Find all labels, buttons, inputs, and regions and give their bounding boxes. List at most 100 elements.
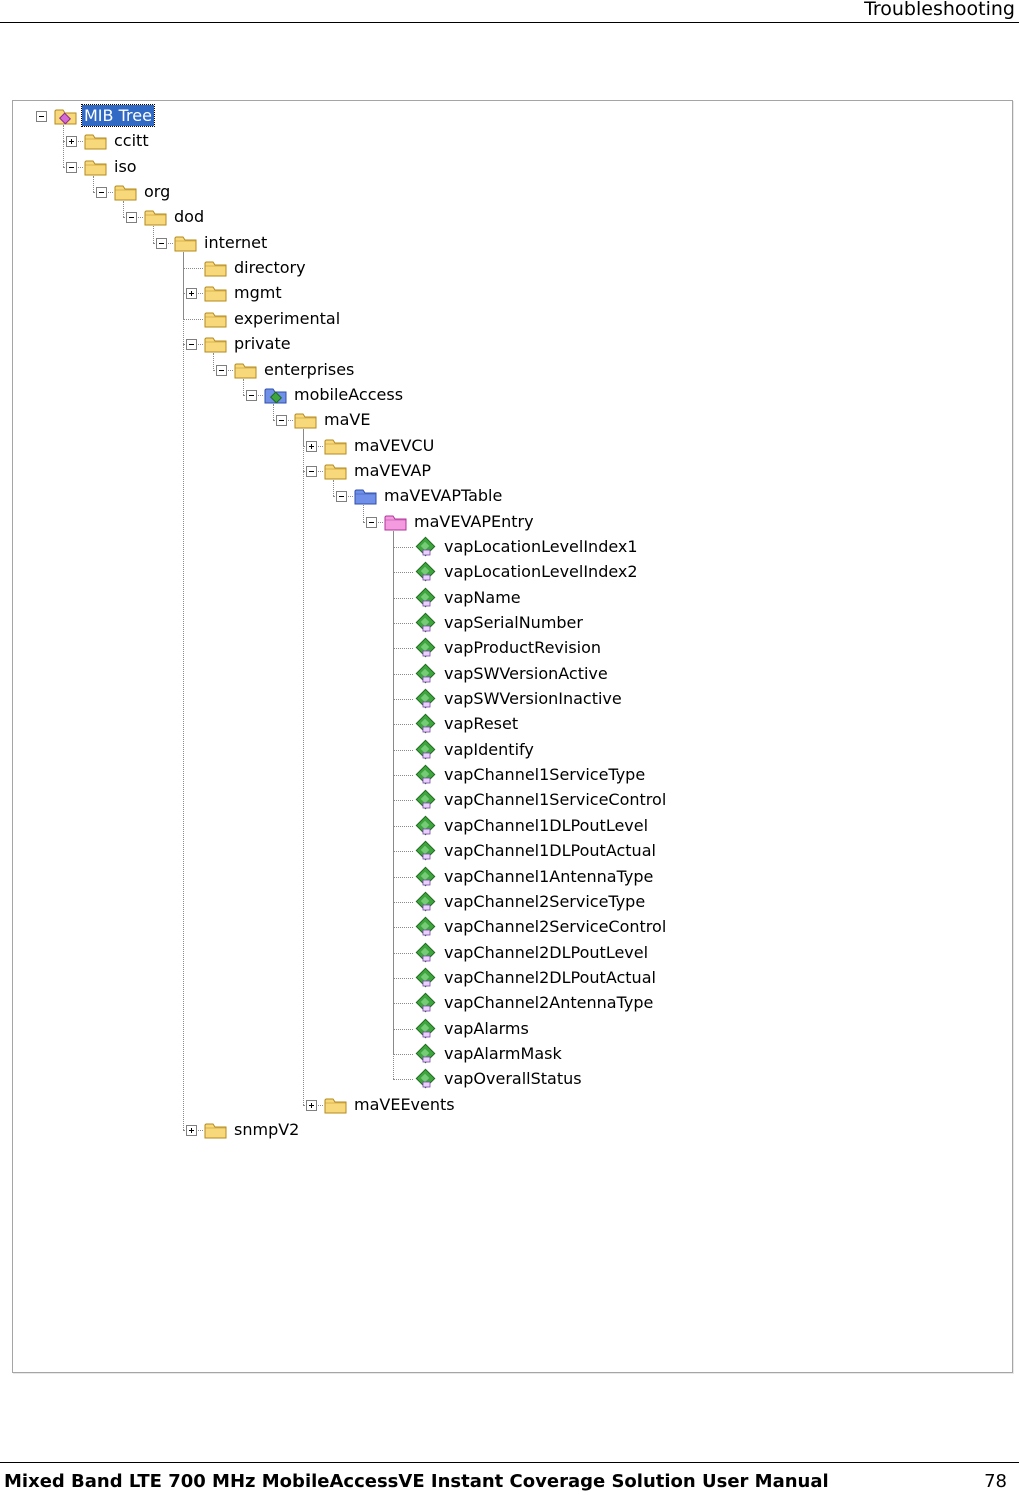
tree-node[interactable]: vapProductRevision [13,637,1003,659]
collapse-icon[interactable] [306,465,317,477]
tree-node-label[interactable]: snmpV2 [234,1120,300,1139]
tree-node[interactable]: internet [13,232,1003,254]
tree-node[interactable]: org [13,181,1003,203]
tree-node[interactable]: vapChannel2DLPoutLevel [13,942,1003,964]
tree-node-label[interactable]: vapSWVersionInactive [444,689,622,709]
tree-node[interactable]: vapLocationLevelIndex2 [13,561,1003,583]
tree-node-label[interactable]: vapChannel1AntennaType [444,866,654,886]
tree-node[interactable]: vapChannel1AntennaType [13,866,1003,888]
tree-node-label[interactable]: maVEEvents [354,1094,455,1114]
tree-node[interactable]: vapSWVersionActive [13,663,1003,685]
expand-icon[interactable] [186,288,197,300]
expand-icon[interactable] [306,1099,317,1111]
tree-node[interactable]: snmpV2 [13,1119,1003,1141]
tree-node[interactable]: vapName [13,587,1003,609]
tree-node-label[interactable]: vapLocationLevelIndex1 [444,536,638,556]
tree-node-label[interactable]: vapOverallStatus [444,1069,582,1089]
tree-node[interactable]: maVE [13,409,1003,431]
tree-node-label[interactable]: vapName [444,587,521,607]
collapse-icon[interactable] [336,491,347,503]
tree-node[interactable]: iso [13,156,1003,178]
tree-node-label[interactable]: mgmt [234,283,282,303]
tree-node[interactable]: vapChannel2ServiceControl [13,916,1003,938]
tree-node-label[interactable]: maVEVCU [354,435,435,455]
tree-node[interactable]: vapIdentify [13,739,1003,761]
collapse-icon[interactable] [366,516,377,528]
tree-node-label[interactable]: vapProductRevision [444,638,602,658]
collapse-icon[interactable] [66,161,77,173]
tree-node[interactable]: enterprises [13,359,1003,381]
tree-node-label[interactable]: maVE [324,410,371,430]
tree-node-label[interactable]: vapChannel1DLPoutActual [444,841,656,861]
tree-node-label[interactable]: MIB Tree [81,104,155,127]
tree-node[interactable]: vapSWVersionInactive [13,688,1003,710]
tree-node[interactable]: maVEVAP [13,460,1003,482]
tree-node[interactable]: vapLocationLevelIndex1 [13,536,1003,558]
tree-node[interactable]: vapChannel2ServiceType [13,891,1003,913]
tree-node-label[interactable]: vapLocationLevelIndex2 [444,562,638,582]
collapse-icon[interactable] [36,111,47,122]
tree-node[interactable]: vapReset [13,713,1003,735]
tree-node-label[interactable]: enterprises [264,359,355,379]
tree-node-label[interactable]: org [144,182,171,202]
tree-node[interactable]: mgmt [13,282,1003,304]
tree-node-label[interactable]: maVEVAP [354,460,431,480]
tree-node-label[interactable]: maVEVAPEntry [414,511,534,531]
expand-icon[interactable] [186,1125,197,1136]
tree-node-label[interactable]: vapSerialNumber [444,613,583,632]
tree-node[interactable]: vapChannel2AntennaType [13,992,1003,1014]
tree-node[interactable]: vapSerialNumber [13,612,1003,634]
tree-node-label[interactable]: vapChannel2DLPoutActual [444,967,656,987]
tree-node[interactable]: vapChannel1DLPoutActual [13,840,1003,862]
tree-node[interactable]: mobileAccess [13,384,1003,406]
tree-node-label[interactable]: iso [114,156,137,176]
tree-node[interactable]: vapChannel1ServiceControl [13,789,1003,811]
tree-node-label[interactable]: vapChannel2DLPoutLevel [444,942,649,962]
tree-node-label[interactable]: vapChannel2ServiceControl [444,917,667,937]
tree-node[interactable]: maVEEvents [13,1094,1003,1116]
tree-node-label[interactable]: vapAlarms [444,1018,529,1038]
collapse-icon[interactable] [186,339,197,351]
tree-node[interactable]: ccitt [13,130,1003,152]
tree-node[interactable]: vapOverallStatus [13,1068,1003,1090]
tree-node[interactable]: vapChannel1ServiceType [13,764,1003,786]
collapse-icon[interactable] [216,364,227,376]
collapse-icon[interactable] [276,415,287,427]
tree-node-label[interactable]: mobileAccess [294,384,404,404]
tree-node-label[interactable]: dod [174,207,205,227]
expand-icon[interactable] [66,136,77,148]
tree-node-label[interactable]: ccitt [114,131,149,151]
tree-node-label[interactable]: experimental [234,308,341,328]
tree-node[interactable]: private [13,333,1003,355]
tree-node[interactable]: directory [13,257,1003,279]
tree-node-label[interactable]: directory [234,258,306,278]
tree-node[interactable]: vapAlarms [13,1018,1003,1040]
tree-node-label[interactable]: private [234,334,291,354]
tree-node[interactable]: experimental [13,308,1003,330]
tree-node[interactable]: vapChannel1DLPoutLevel [13,815,1003,837]
tree-node-label[interactable]: internet [204,232,268,252]
tree-node[interactable]: MIB Tree [13,104,1003,127]
collapse-icon[interactable] [96,187,107,199]
tree-node[interactable]: vapAlarmMask [13,1043,1003,1065]
tree-node-label[interactable]: vapChannel1ServiceType [444,765,646,785]
collapse-icon[interactable] [246,389,257,401]
tree-node-label[interactable]: vapChannel2AntennaType [444,993,654,1013]
tree-node-label[interactable]: vapSWVersionActive [444,663,608,683]
tree-node[interactable]: maVEVCU [13,435,1003,457]
tree-node[interactable]: dod [13,206,1003,228]
tree-node-label[interactable]: vapReset [444,714,519,734]
tree-node[interactable]: maVEVAPEntry [13,511,1003,533]
expand-icon[interactable] [306,440,317,452]
tree-node-label[interactable]: vapChannel2ServiceType [444,891,646,911]
tree-node-label[interactable]: vapIdentify [444,739,534,759]
tree-node[interactable]: vapChannel2DLPoutActual [13,967,1003,989]
collapse-icon[interactable] [156,237,167,249]
tree-node-label[interactable]: vapAlarmMask [444,1043,562,1063]
tree-node-label[interactable]: vapChannel1ServiceControl [444,790,667,810]
tree-node-label[interactable]: vapChannel1DLPoutLevel [444,815,649,835]
tree-node-label[interactable]: maVEVAPTable [384,486,503,506]
collapse-icon[interactable] [126,212,137,224]
tree-node[interactable]: maVEVAPTable [13,485,1003,507]
